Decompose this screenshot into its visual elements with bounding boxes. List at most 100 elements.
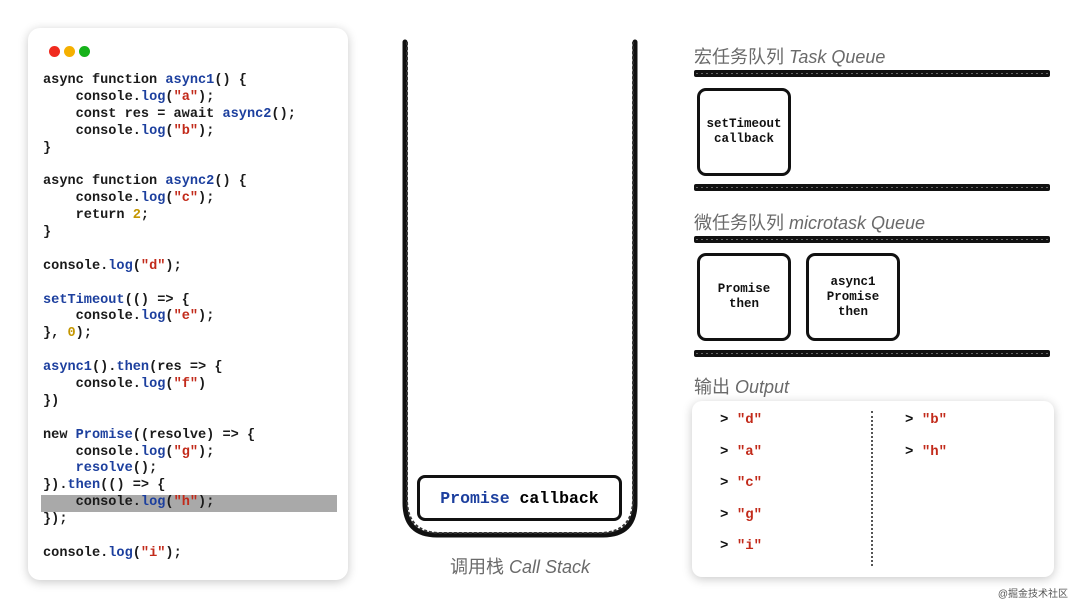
code-token: log [140,377,166,393]
code-line [43,411,343,428]
code-line: } [43,225,343,242]
code-line: console.log("b"); [43,124,343,141]
code-token: async1 [165,73,215,88]
code-line: }, 0); [43,326,343,343]
code-token: resolve [75,461,133,477]
code-line: new Promise((resolve) => { [43,428,343,445]
code-token: "g" [173,444,199,460]
code-line: } [43,141,343,158]
code-token: log [108,258,133,274]
output-prompt: > [720,443,737,460]
output-prompt: > [905,443,922,460]
code-token: "f" [173,377,199,393]
output-value: "b" [921,412,948,428]
code-line [43,529,343,546]
code-token: console. [43,89,141,105]
code-token: console. [43,377,141,393]
code-token: ( [165,191,174,207]
code-token: }); [43,512,68,528]
code-token: 2 [132,208,141,224]
code-token: async function [43,174,166,190]
code-token: "a" [173,89,199,105]
microtask-queue-title-cn: 微任务队列 [694,213,790,233]
call-stack-container [402,39,638,538]
code-editor-panel: async function async1() { console.log("a… [28,28,348,580]
code-line: console.log("i"); [43,546,343,563]
code-token: ( [165,495,174,511]
code-token: () { [214,73,247,88]
output-value: "g" [736,506,763,523]
code-token: (). [91,360,117,376]
code-token: async2 [222,106,272,122]
task-queue-item: setTimeout callback [697,88,791,176]
microtask-queue-item-1: Promise then [697,253,791,341]
output-entry: > "d" [720,412,762,428]
task-queue-top-border [694,70,1050,77]
code-token: ); [198,495,215,511]
output-title: 输出 Output [694,373,789,399]
watermark: @掘金技术社区 [997,589,1068,600]
code-block: async function async1() { console.log("a… [41,73,343,563]
code-token: console. [43,191,141,207]
code-line: }) [43,394,343,411]
code-token: return [43,208,133,224]
code-token: log [140,123,166,139]
code-line: }).then(() => { [43,478,343,495]
call-stack-item: Promise callback [417,475,622,521]
close-dot [49,46,60,57]
output-prompt: > [720,412,737,428]
microtask-queue-item-1-label: Promise then [717,282,771,311]
minimize-dot [64,46,75,57]
code-token: log [140,444,166,460]
task-queue-item-label: setTimeout callback [706,117,782,146]
code-token: ( [165,444,174,460]
output-prompt: > [720,538,737,554]
code-token: ); [165,258,182,274]
code-token: console. [43,495,141,511]
output-value: "h" [921,443,948,460]
code-token: Promise [75,427,133,443]
microtask-queue-item-2-label: async1 Promise then [826,274,880,319]
code-token: ( [165,89,174,105]
code-token: "d" [140,258,166,274]
code-line: resolve(); [43,461,343,478]
code-line [43,157,343,174]
microtask-queue-item-2: async1 Promise then [806,253,900,341]
window-controls [49,46,90,57]
output-title-en: Output [735,377,790,397]
code-token: ); [198,89,215,105]
code-token: (() => { [100,478,166,494]
code-line: return 2; [43,208,343,225]
code-line: console.log("a"); [43,90,343,107]
code-token: then [67,478,101,494]
call-stack-title-cn: 调用栈 [449,557,509,577]
code-token: ); [75,326,92,342]
code-line [43,276,343,293]
output-value: "c" [736,475,763,491]
code-token: async2 [165,174,215,190]
code-token: log [140,89,166,105]
task-queue-title: 宏任务队列 Task Queue [694,43,885,69]
code-token: "b" [173,123,199,139]
output-prompt: > [905,412,922,428]
output-value: "i" [736,538,763,554]
code-token: new [43,427,76,443]
code-token: (); [132,461,158,477]
task-queue-title-cn: 宏任务队列 [694,47,790,67]
code-line [43,343,343,360]
code-token: ((resolve) => { [132,427,256,443]
code-token: log [140,309,166,325]
code-token: console. [43,309,141,325]
code-token: ( [165,123,174,139]
code-token: ); [198,123,215,139]
code-token: ( [165,309,174,325]
code-token: (res => { [149,360,223,376]
code-line: async1().then(res => { [43,360,343,377]
code-token: (); [271,106,296,122]
code-token: ( [132,545,141,561]
output-entry: > "b" [905,412,947,428]
output-entry: > "a" [720,444,762,460]
code-token: "h" [173,495,199,511]
code-line: async function async2() { [43,174,343,191]
code-token: ( [132,258,141,274]
